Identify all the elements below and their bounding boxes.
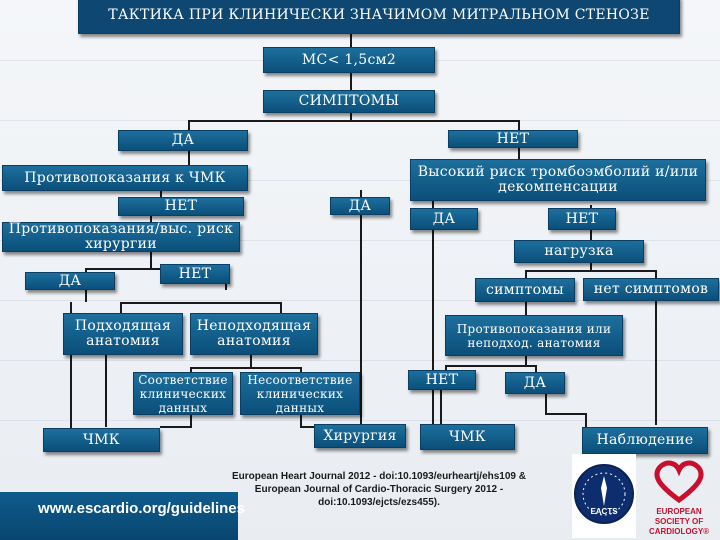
connector-line	[432, 200, 434, 425]
symptoms-small-box: симптомы	[475, 278, 575, 302]
unsuitable-anatomy-box: Неподходящая анатомия	[190, 313, 318, 355]
eacts-logo: EACTS	[572, 454, 636, 538]
pmc-box: ЧМК	[43, 428, 160, 452]
connector-line	[250, 355, 252, 367]
connector-line	[150, 215, 152, 223]
exercise-box: нагрузка	[514, 240, 644, 263]
connector-line	[655, 300, 657, 425]
connector-line	[585, 413, 587, 427]
connector-line	[535, 365, 537, 372]
observation-box: Наблюдение	[582, 427, 708, 454]
connector-line	[190, 367, 300, 369]
no-box: НЕТ	[548, 208, 616, 230]
contraindications-pmc-box: Противопоказания к ЧМК	[2, 165, 248, 191]
page-title: ТАКТИКА ПРИ КЛИНИЧЕСКИ ЗНАЧИМОМ МИТРАЛЬН…	[78, 0, 680, 34]
background-rule	[0, 180, 720, 181]
connector-line	[300, 367, 302, 373]
clinical-match-box: Соответствие клинических данных	[133, 372, 233, 415]
eacts-label: EACTS	[590, 507, 618, 516]
connector-line	[85, 268, 225, 270]
connector-line	[70, 302, 72, 429]
connector-line	[160, 426, 192, 428]
no-box: НЕТ	[160, 264, 230, 284]
connector-line	[350, 112, 352, 120]
connector-line	[545, 413, 585, 415]
clinical-mismatch-box: Несоответствие клинических данных	[240, 372, 360, 415]
suitable-anatomy-box: Подходящая анатомия	[63, 313, 183, 355]
yes-box: ДА	[410, 208, 478, 230]
esc-logo: EUROPEAN SOCIETY OF CARDIOLOGY®	[649, 460, 709, 536]
symptoms-box: СИМПТОМЫ	[263, 90, 435, 113]
yes-box: ДА	[25, 272, 115, 290]
connector-line	[525, 355, 527, 365]
no-symptoms-box: нет симптомов	[583, 278, 719, 301]
yes-box: ДА	[118, 130, 248, 151]
footer-bar	[0, 492, 238, 540]
no-box: НЕТ	[448, 130, 578, 148]
connector-line	[105, 355, 107, 427]
high-risk-embolism-box: Высокий риск тромбоэмболий и/или декомпе…	[410, 159, 706, 201]
connector-line	[525, 270, 527, 278]
yes-box: ДА	[505, 372, 565, 394]
connector-line	[160, 190, 162, 198]
connector-line	[188, 150, 190, 165]
connector-line	[150, 252, 152, 268]
connector-line	[360, 215, 362, 425]
connector-line	[85, 290, 87, 302]
connector-line	[120, 302, 122, 314]
connector-line	[188, 120, 518, 122]
surgery-box: Хирургия	[314, 424, 406, 448]
connector-line	[440, 390, 442, 424]
no-box: НЕТ	[408, 370, 476, 390]
yes-box: ДА	[330, 197, 390, 215]
connector-line	[590, 262, 592, 270]
contraindications-unsuitable-box: Противопоказания или неподход. анатомия	[445, 315, 623, 356]
connector-line	[300, 426, 314, 428]
no-box: НЕТ	[118, 197, 244, 216]
connector-line	[518, 120, 520, 130]
ms-threshold-box: МС< 1,5см2	[263, 47, 435, 73]
connector-line	[525, 301, 527, 315]
connector-line	[350, 72, 352, 90]
connector-line	[300, 414, 302, 426]
esc-label-line2: SOCIETY OF	[655, 517, 703, 526]
guidelines-link[interactable]: www.escardio.org/guidelines	[38, 500, 245, 517]
connector-line	[518, 147, 520, 159]
contraindications-high-risk-box: Противопоказания/выс. риск хирургии	[2, 222, 240, 252]
connector-line	[280, 302, 282, 314]
connector-line	[188, 120, 190, 130]
citation-text: European Heart Journal 2012 - doi:10.109…	[231, 471, 526, 508]
esc-label-line3: CARDIOLOGY®	[649, 527, 709, 536]
connector-line	[85, 268, 87, 273]
connector-line	[190, 367, 192, 373]
connector-line	[120, 302, 280, 304]
connector-line	[445, 365, 447, 370]
connector-line	[525, 270, 655, 272]
connector-line	[445, 365, 535, 367]
connector-line	[545, 393, 547, 413]
connector-line	[360, 190, 362, 197]
connector-line	[190, 414, 192, 426]
connector-line	[350, 33, 352, 47]
esc-label-line1: EUROPEAN	[656, 507, 702, 516]
connector-line	[655, 270, 657, 278]
pmc-box: ЧМК	[420, 424, 515, 450]
